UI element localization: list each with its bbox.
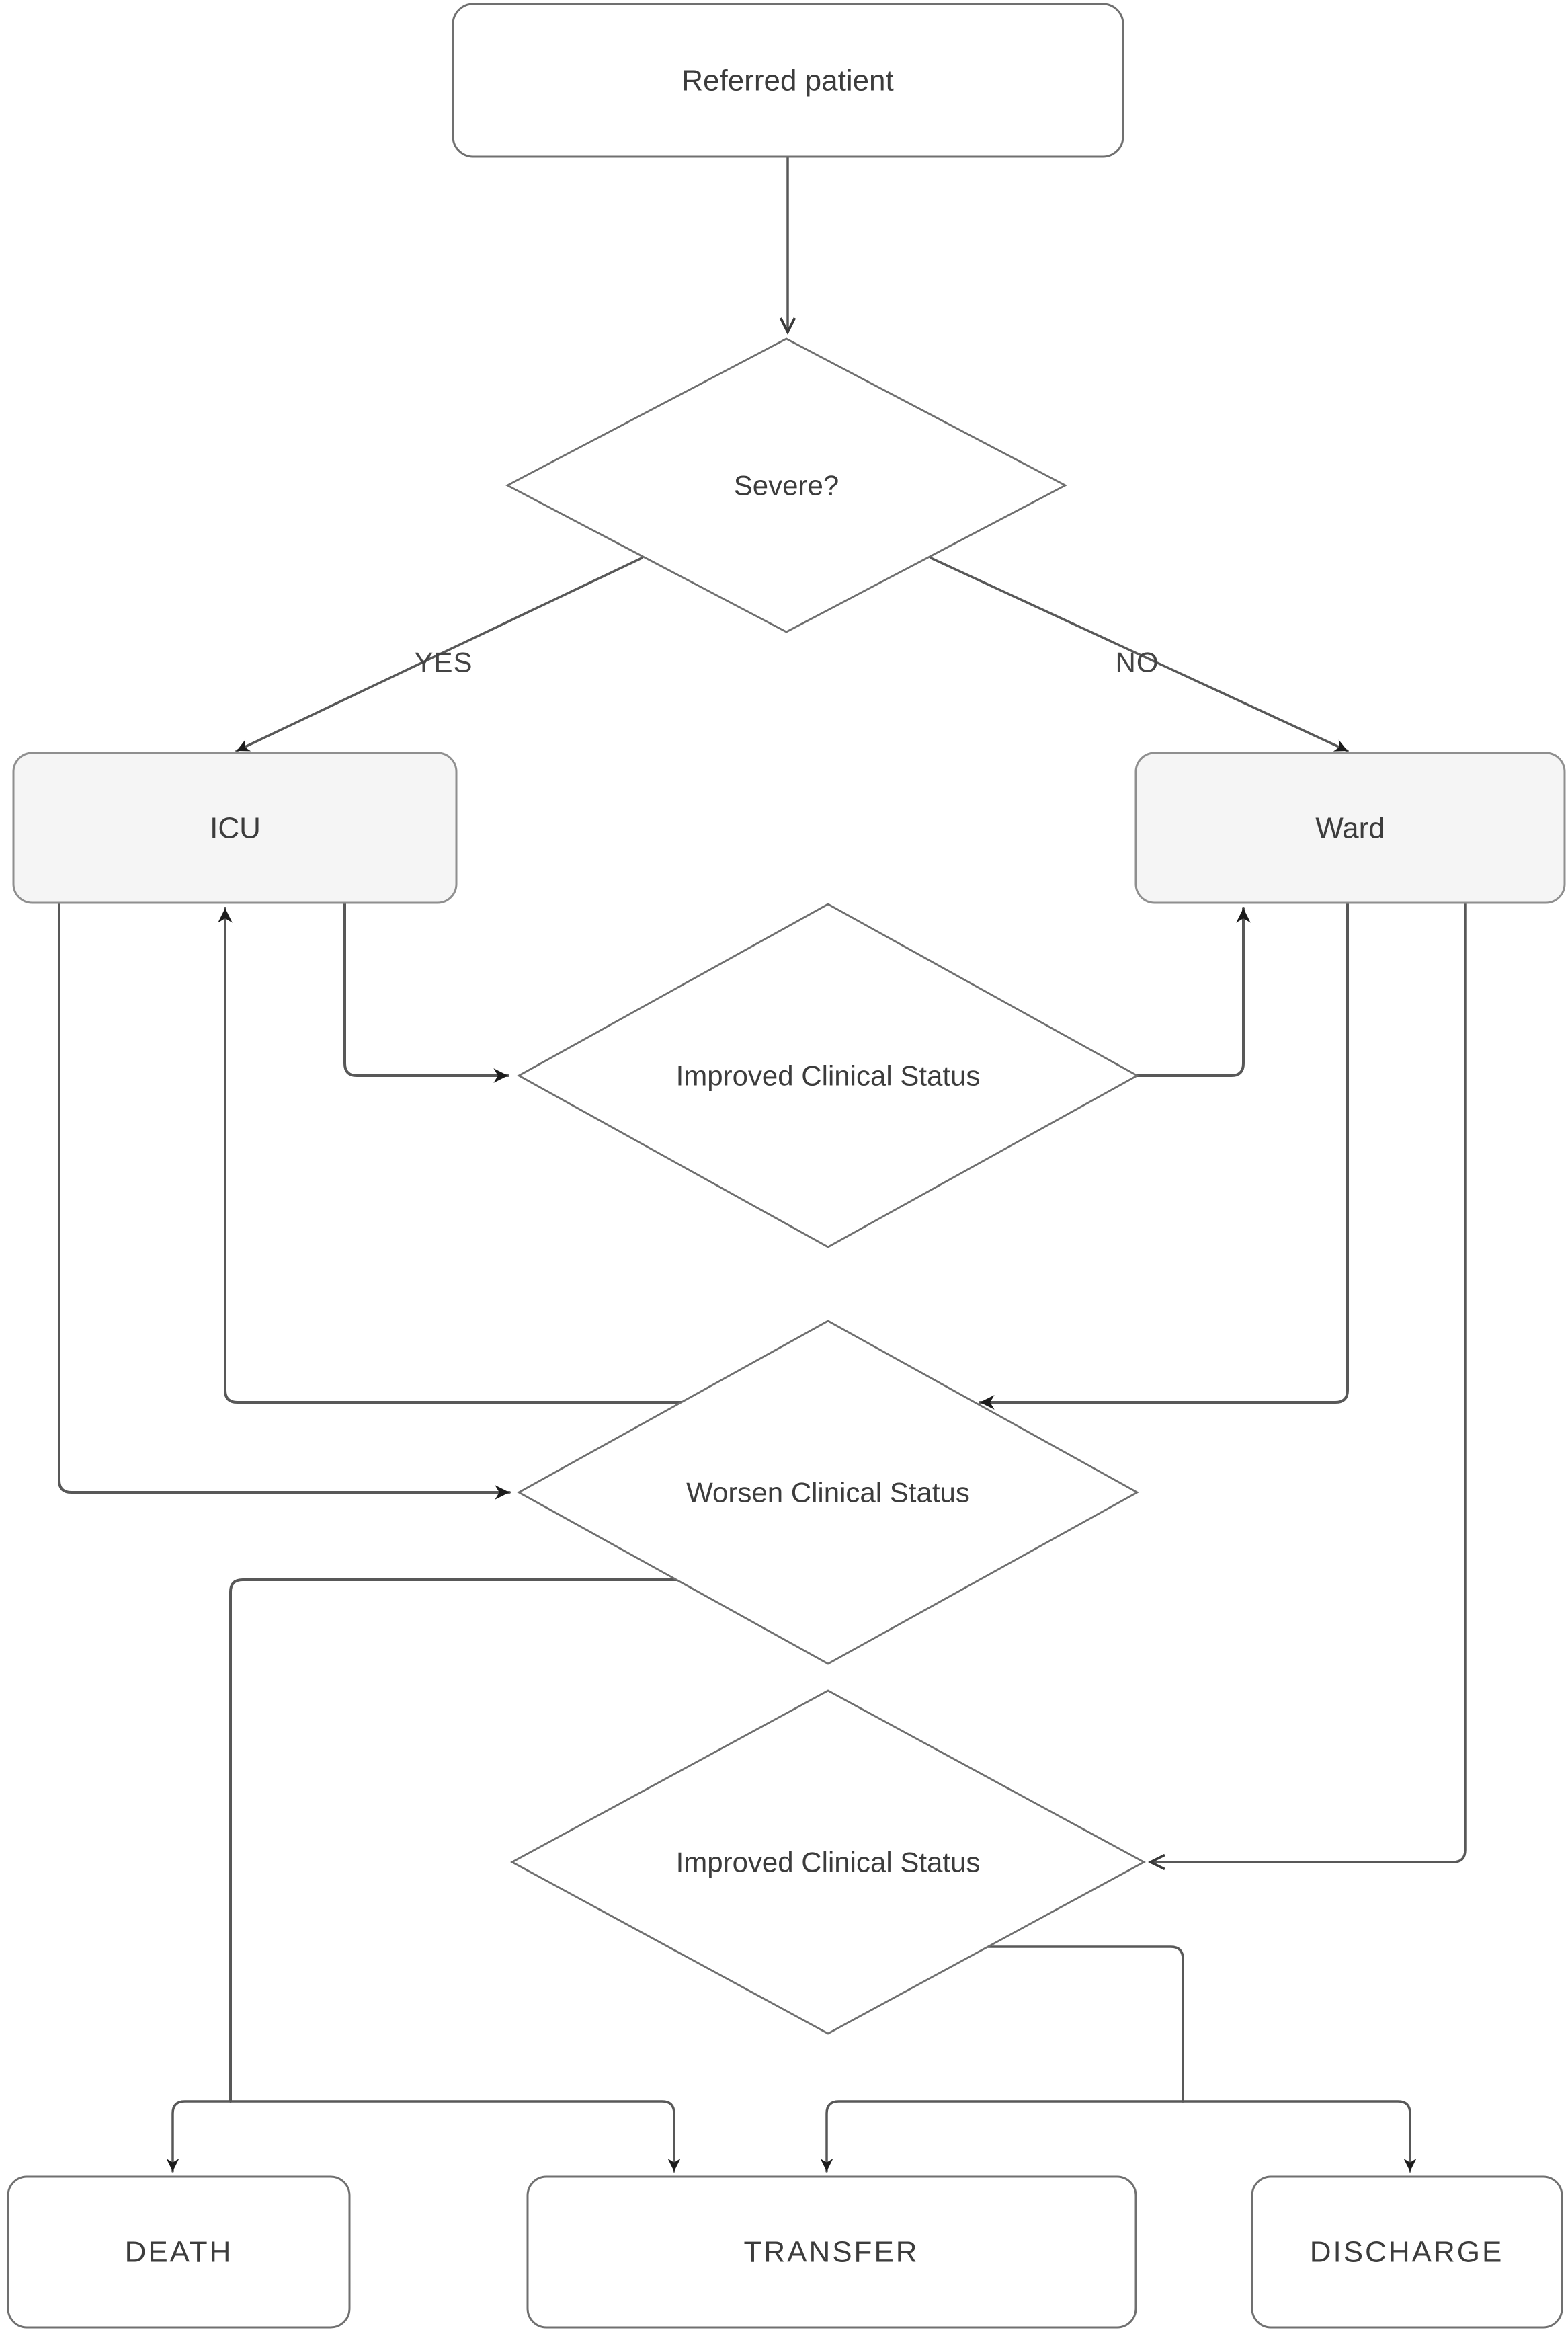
edge-split-to-discharge [1182,2100,1417,2173]
edge-label-yes: YES [414,647,472,678]
discharge-node-shape [1251,2175,1563,2329]
edge-label-no: NO [1116,647,1159,678]
start-node-shape [452,3,1124,158]
transfer-node-label: TRANSFER [743,2236,919,2269]
worsen-status-decision-label: Worsen Clinical Status [686,1477,970,1509]
edge-severe-yes-to-icu [235,557,643,752]
transfer-node: TRANSFER [526,2175,1137,2329]
death-node-shape [7,2175,351,2329]
edge-split-to-transfer-left [229,2100,681,2173]
icu-node-shape [12,752,458,904]
death-node: DEATH [7,2175,351,2329]
discharge-node: DISCHARGE [1251,2175,1563,2329]
improved-status-decision-2-label: Improved Clinical Status [676,1847,981,1878]
edge-worsen-exit-trunk [229,1578,678,2103]
edge-icu-to-worsen [58,901,511,1500]
edge-ward-to-worsen [979,901,1349,1410]
edge-improved1-to-ward [1136,907,1251,1077]
death-node-label: DEATH [125,2236,233,2269]
edge-severe-no-to-ward [930,557,1349,752]
edge-split-to-death [166,2100,232,2173]
improved-status-decision-2-shape [510,1689,1146,2035]
ward-node-shape [1134,752,1566,904]
edge-ward-to-improved2 [1151,901,1467,1862]
edge-icu-to-improved1 [343,901,509,1083]
improved-status-decision-2: Improved Clinical Status [510,1689,1146,2035]
edge-improved2-exit-trunk [987,1945,1184,2103]
ward-node: Ward [1134,752,1566,904]
icu-node: ICU [12,752,458,904]
worsen-status-decision-shape [517,1320,1139,1665]
improved-status-decision-1-shape [517,903,1139,1248]
start-node-label: Referred patient [682,65,894,97]
improved-status-decision-1: Improved Clinical Status [517,903,1139,1248]
ward-node-label: Ward [1315,812,1385,845]
discharge-node-label: DISCHARGE [1310,2236,1504,2269]
edge-split-to-transfer-right [820,2100,1184,2173]
icu-node-label: ICU [210,812,261,845]
improved-status-decision-1-label: Improved Clinical Status [676,1060,981,1092]
severe-decision-label: Severe? [734,470,839,501]
edge-worsen-to-icu [218,907,683,1404]
severe-decision-shape [505,337,1068,633]
transfer-node-shape [526,2175,1137,2329]
worsen-status-decision: Worsen Clinical Status [517,1320,1139,1665]
start-node: Referred patient [452,3,1124,158]
severe-decision: Severe? [505,337,1068,633]
